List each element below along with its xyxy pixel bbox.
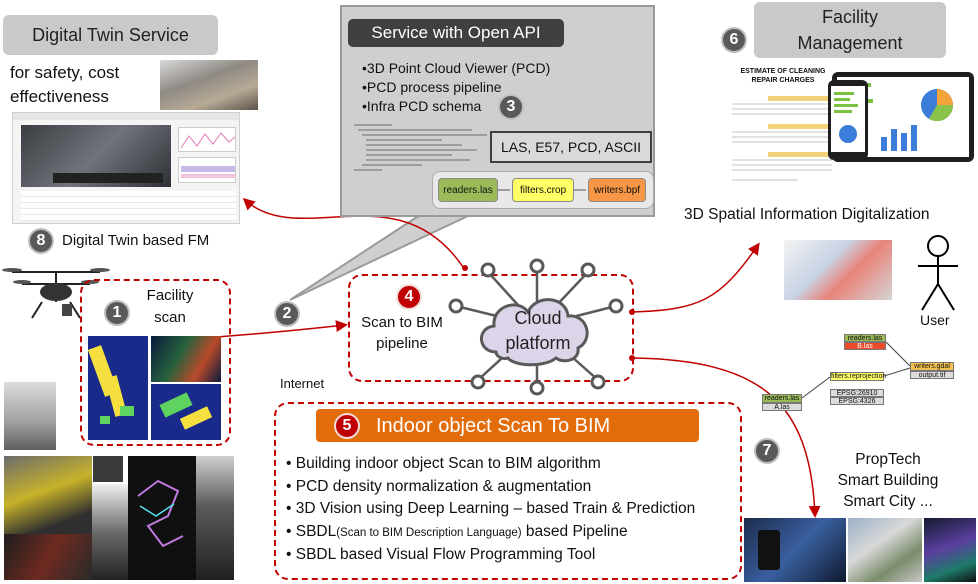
step-5-badge: 5 bbox=[334, 413, 360, 439]
step-3-badge: 3 bbox=[498, 94, 524, 120]
pipeline-filters-crop: filters.crop bbox=[512, 178, 574, 202]
scan-to-bim-label: Scan to BIM pipeline bbox=[361, 314, 443, 352]
flow-filters-reprojection: filters.reprojection bbox=[830, 372, 887, 381]
building-3d-render bbox=[784, 240, 892, 300]
user-label: User bbox=[920, 312, 950, 328]
digital-twin-dashboard bbox=[12, 112, 240, 224]
flow-b-las: B.las bbox=[844, 342, 886, 350]
indoor-bullet-5: • SBDL based Visual Flow Programming Too… bbox=[286, 546, 596, 563]
open-api-title: Service with Open API bbox=[348, 19, 564, 47]
flow-epsg-b: EPSG:4326 bbox=[830, 397, 884, 405]
estimate-document: ESTIMATE OF CLEANING REPAIR CHARGES bbox=[728, 64, 838, 196]
step-1-badge: 1 bbox=[104, 300, 130, 326]
disaster-photo bbox=[160, 60, 258, 110]
code-snippet bbox=[352, 122, 492, 174]
indoor-title-bar bbox=[316, 409, 699, 442]
operator-photo bbox=[196, 456, 234, 580]
proptech-building-model bbox=[848, 518, 922, 582]
flow-a-las: A.las bbox=[762, 403, 802, 411]
user-icon bbox=[918, 235, 958, 311]
cloud-network-icon bbox=[448, 258, 624, 396]
proptech-label: PropTech Smart Building Smart City ... bbox=[837, 451, 939, 510]
flow-readers-las-top: readers.las bbox=[844, 334, 886, 342]
scan-pointcloud-3 bbox=[151, 384, 221, 440]
robot-wheels-photo bbox=[92, 484, 128, 580]
flow-epsg-a: EPSG:26910 bbox=[830, 389, 884, 397]
pipeline-writers-bpf: writers.bpf bbox=[588, 178, 646, 202]
scan-pointcloud-1 bbox=[88, 336, 148, 440]
flow-readers-las-bottom: readers.las bbox=[762, 394, 802, 403]
robot-device-photo bbox=[93, 456, 123, 482]
pipeline-arrows bbox=[498, 189, 586, 191]
mobile-robot-photo bbox=[4, 456, 92, 534]
spatial-info-label: 3D Spatial Information Digitalization bbox=[684, 206, 930, 223]
step-8-badge: 8 bbox=[28, 228, 54, 254]
indoor-bullet-3: • 3D Vision using Deep Learning – based … bbox=[286, 500, 696, 517]
slam-map-image bbox=[128, 456, 196, 580]
indoor-bullets: • Building indoor object Scan to BIM alg… bbox=[286, 453, 742, 567]
digital-twin-subtitle: for safety, cost effectiveness bbox=[10, 63, 120, 106]
indoor-title: Indoor object Scan To BIM bbox=[376, 415, 611, 437]
digital-twin-title: Digital Twin Service bbox=[3, 15, 218, 55]
cloud-platform-label: Cloud platform bbox=[505, 308, 571, 353]
open-api-callout: Service with Open API •3D Point Cloud Vi… bbox=[340, 5, 655, 217]
proptech-app-screenshot bbox=[744, 518, 846, 582]
facility-scan-box bbox=[80, 279, 231, 446]
scan-pointcloud-2 bbox=[151, 336, 221, 382]
step-2-badge: 2 bbox=[274, 301, 300, 327]
indoor-bullet-1: • Building indoor object Scan to BIM alg… bbox=[286, 455, 601, 472]
facility-mgmt-title: Facility Management bbox=[754, 2, 946, 58]
indoor-bullet-2: • PCD density normalization & augmentati… bbox=[286, 477, 592, 495]
open-api-bullets: •3D Point Cloud Viewer (PCD) •PCD proces… bbox=[362, 60, 551, 114]
drone-icon bbox=[2, 268, 110, 319]
step-4-badge: 4 bbox=[396, 284, 422, 310]
robot-scan-photo bbox=[4, 382, 56, 450]
indoor-scan-box bbox=[274, 402, 742, 580]
flow-graph: readers.las B.las filters.reprojection E… bbox=[760, 332, 960, 422]
step-6-badge: 6 bbox=[721, 27, 747, 53]
internet-label: Internet bbox=[280, 376, 325, 391]
flow-writers-gdal: writers.gdal bbox=[910, 362, 954, 371]
step-7-badge: 7 bbox=[754, 438, 780, 464]
hardware-photo bbox=[4, 534, 92, 580]
facility-scan-label: Facility scan bbox=[146, 287, 194, 326]
pipeline-readers-las: readers.las bbox=[438, 178, 498, 202]
formats-box: LAS, E57, PCD, ASCII bbox=[490, 131, 652, 163]
link-dot-cloud-top bbox=[462, 265, 468, 271]
link-cloud-to-spatial bbox=[631, 242, 760, 313]
proptech-city-map bbox=[924, 518, 976, 582]
digital-twin-fm-label: Digital Twin based FM bbox=[62, 232, 210, 249]
phone-dashboard bbox=[828, 80, 868, 160]
indoor-bullet-4: • SBDL(Scan to BIM Description Language)… bbox=[286, 522, 628, 540]
flow-output: output.tif bbox=[910, 371, 954, 379]
